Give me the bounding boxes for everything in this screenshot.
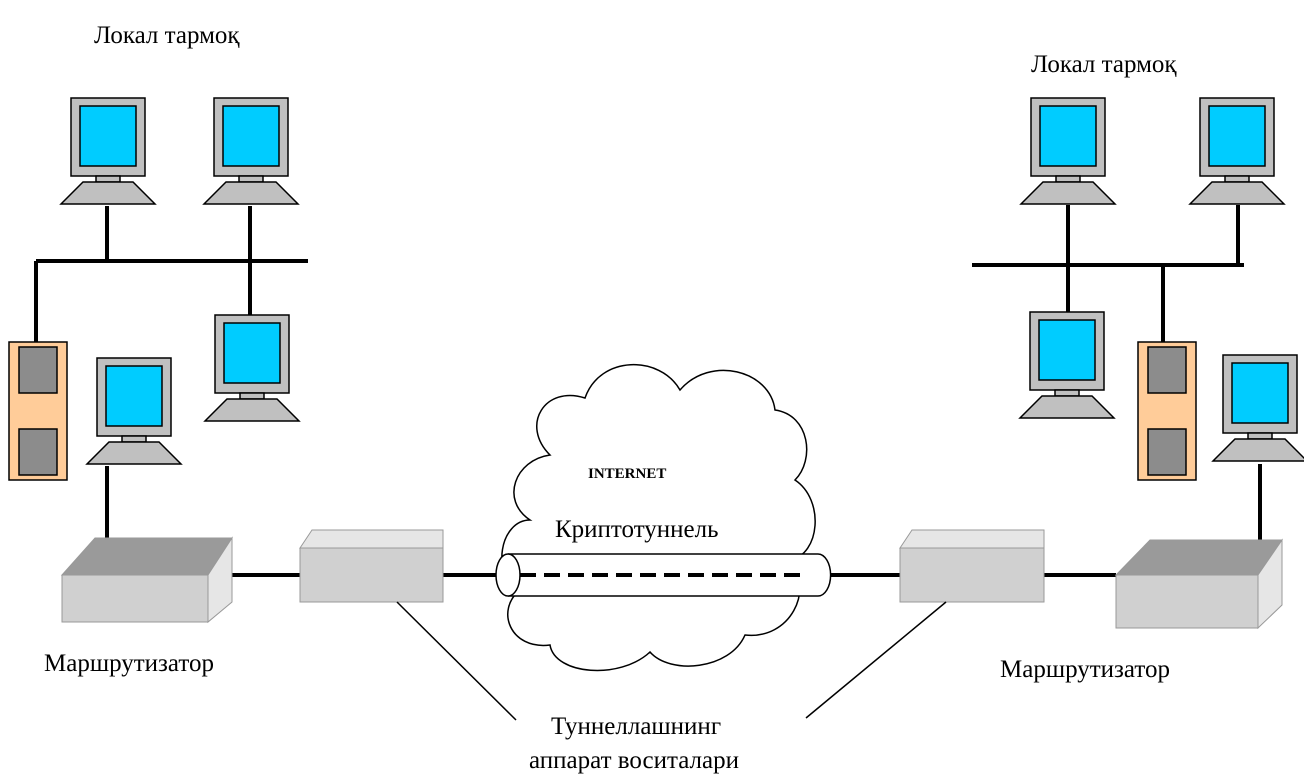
tunnel-icon bbox=[495, 553, 832, 597]
computer-icon bbox=[1019, 311, 1115, 419]
server-icon bbox=[8, 341, 68, 481]
computer-icon bbox=[1189, 97, 1285, 205]
computer-icon bbox=[204, 314, 300, 422]
right-network bbox=[972, 97, 1304, 540]
router-icon bbox=[1114, 538, 1283, 630]
computer-icon bbox=[1020, 97, 1116, 205]
left-router-label: Маршрутизатор bbox=[44, 650, 214, 677]
right-router-label: Маршрутизатор bbox=[1000, 656, 1170, 683]
computer-icon bbox=[203, 97, 299, 205]
router-icon bbox=[60, 536, 233, 624]
tunnel-devices-label-2: аппарат воситалари bbox=[529, 747, 739, 774]
router-icon bbox=[899, 529, 1045, 603]
computer-icon bbox=[60, 97, 156, 205]
right-network-label: Локал тармоқ bbox=[1031, 51, 1177, 78]
router-icon bbox=[299, 529, 444, 603]
cloud-label: INTERNET bbox=[588, 466, 666, 482]
left-network bbox=[8, 97, 308, 538]
callout-right bbox=[805, 601, 947, 719]
tunnel-devices-label-1: Туннеллашнинг bbox=[551, 713, 721, 740]
left-network-label: Локал тармоқ bbox=[94, 22, 240, 49]
callout-left bbox=[396, 601, 517, 721]
server-icon bbox=[1137, 341, 1197, 481]
computer-icon bbox=[1212, 354, 1304, 462]
computer-icon bbox=[86, 357, 182, 465]
tunnel-label: Криптотуннель bbox=[555, 516, 719, 543]
